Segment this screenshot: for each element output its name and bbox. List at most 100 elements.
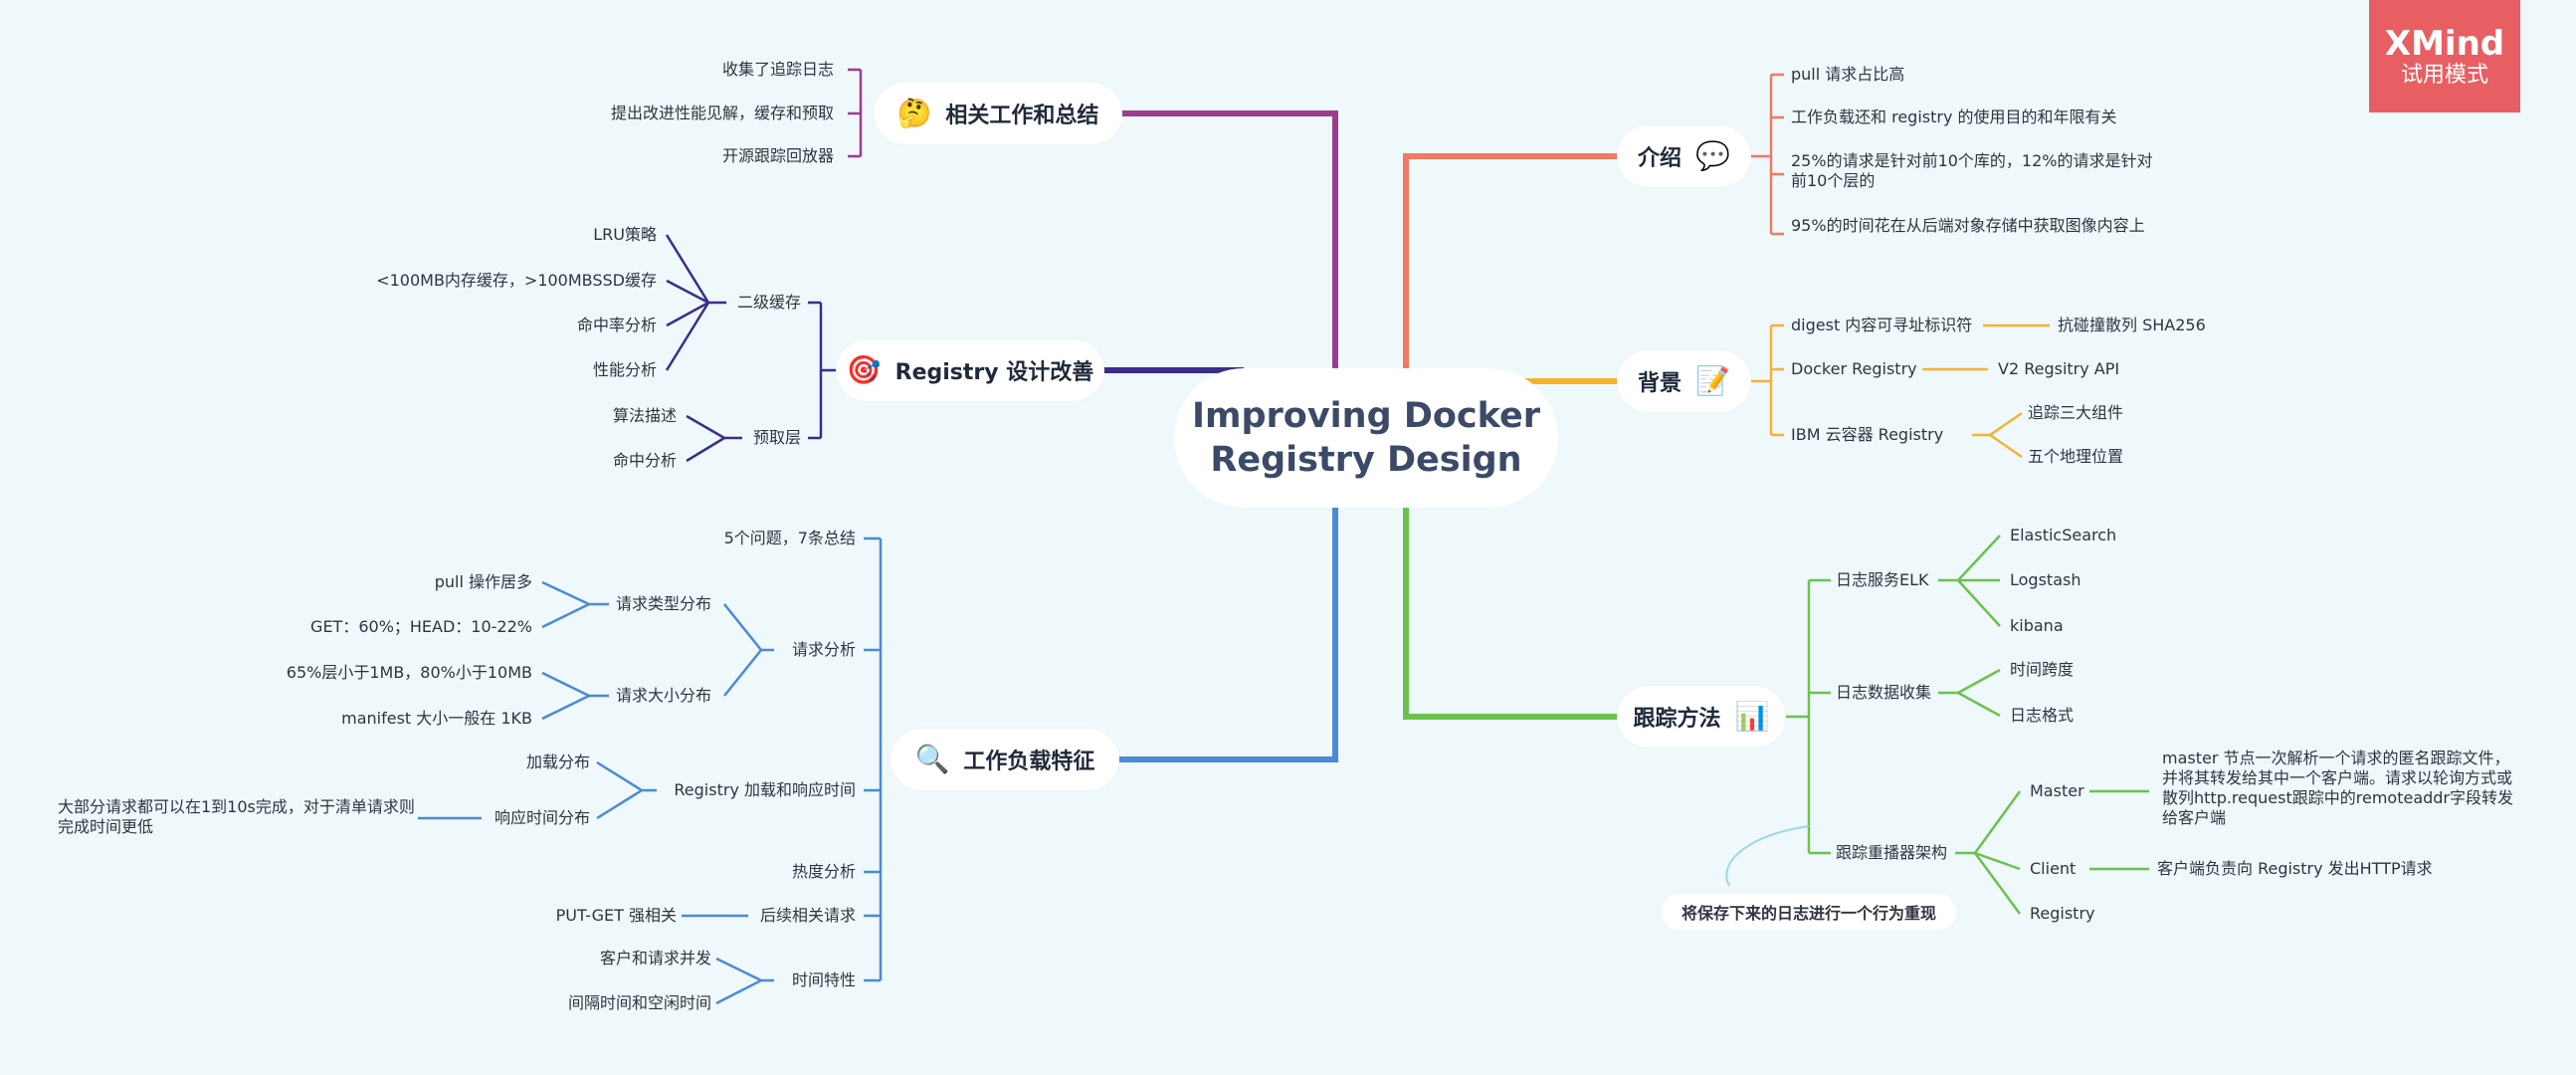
chart-icon: 📊 <box>1734 700 1770 733</box>
trace-note-curve <box>1725 825 1810 887</box>
background-sub <box>1922 323 2050 459</box>
design-subitem[interactable]: 算法描述 <box>612 406 677 425</box>
trace-subitem[interactable]: Client <box>2030 859 2077 878</box>
workload-subitem[interactable]: 响应时间分布 <box>494 808 590 827</box>
intro-bracket <box>1751 73 1784 236</box>
trace-subitem[interactable]: Logstash <box>2010 570 2081 589</box>
trace-subitem[interactable]: Registry <box>2030 904 2095 923</box>
speech-bubble-icon: 💬 <box>1695 139 1730 172</box>
design-prefetch <box>686 414 742 463</box>
workload-leaf[interactable]: GET：60%；HEAD：10-22% <box>310 617 532 636</box>
topic-intro-label: 介绍 <box>1638 146 1683 171</box>
trunk-workload <box>1119 506 1338 762</box>
topic-trace[interactable]: 跟踪方法 📊 <box>1617 686 1786 748</box>
design-item[interactable]: 预取层 <box>752 428 801 447</box>
design-subitem[interactable]: 性能分析 <box>592 360 657 379</box>
trace-subitem[interactable]: 时间跨度 <box>2010 660 2075 679</box>
workload-leaf[interactable]: 大部分请求都可以在1到10s完成，对于清单请求则完成时间更低 <box>58 797 415 836</box>
background-item[interactable]: IBM 云容器 Registry <box>1791 425 1944 444</box>
central-topic-line1: Improving Docker <box>1192 396 1540 436</box>
workload-leaf[interactable]: manifest 大小一般在 1KB <box>341 709 532 728</box>
trace-subitem[interactable]: Master <box>2030 781 2084 800</box>
trunk-intro <box>1403 153 1622 368</box>
trace-subitem[interactable]: 日志格式 <box>2010 706 2075 725</box>
intro-item[interactable]: 25%的请求是针对前10个库的，12%的请求是针对前10个层的 <box>1791 151 2153 190</box>
workload-req <box>723 603 774 697</box>
notepad-icon: 📝 <box>1695 364 1730 397</box>
workload-leaf[interactable]: 65%层小于1MB，80%小于10MB <box>286 663 532 682</box>
workload-load <box>596 760 657 820</box>
trace-elk <box>1938 535 2001 627</box>
background-item[interactable]: Docker Registry <box>1791 359 1917 378</box>
intro-item[interactable]: pull 请求占比高 <box>1791 65 1905 84</box>
intro-item[interactable]: 工作负载还和 registry 的使用目的和年限有关 <box>1791 108 2117 126</box>
trace-detail[interactable]: master 节点一次解析一个请求的匿名跟踪文件，并将其转发给其中一个客户端。请… <box>2162 749 2514 827</box>
topic-workload[interactable]: 🔍 工作负载特征 <box>891 729 1119 790</box>
thinking-face-icon: 🤔 <box>896 97 932 129</box>
workload-item[interactable]: Registry 加载和响应时间 <box>674 780 856 799</box>
xmind-mode: 试用模式 <box>2400 62 2488 88</box>
trace-note[interactable]: 将保存下来的日志进行一个行为重现 <box>1662 894 1956 930</box>
magnifier-icon: 🔍 <box>914 743 950 775</box>
workload-item[interactable]: 请求分析 <box>791 640 856 659</box>
target-icon: 🎯 <box>846 353 882 386</box>
topic-intro[interactable]: 介绍 💬 <box>1617 125 1751 187</box>
workload-size <box>541 671 609 721</box>
design-main <box>808 301 836 440</box>
workload-subitem[interactable]: 间隔时间和空闲时间 <box>567 993 711 1012</box>
trace-item[interactable]: 日志数据收集 <box>1836 683 1932 702</box>
design-subitem[interactable]: 命中分析 <box>612 451 677 470</box>
design-subitem[interactable]: <100MB内存缓存，>100MBSSD缓存 <box>376 271 657 290</box>
related-item[interactable]: 提出改进性能见解，缓存和预取 <box>610 104 834 122</box>
related-item[interactable]: 收集了追踪日志 <box>721 60 834 79</box>
xmind-trial-badge[interactable]: XMind 试用模式 <box>2369 0 2520 112</box>
topic-background-label: 背景 <box>1638 371 1683 396</box>
workload-subitem[interactable]: 请求大小分布 <box>615 686 711 705</box>
topic-related-label: 相关工作和总结 <box>945 104 1099 128</box>
workload-item[interactable]: 后续相关请求 <box>759 906 856 925</box>
central-topic[interactable]: Improving Docker Registry Design <box>1174 368 1558 508</box>
topic-related[interactable]: 🤔 相关工作和总结 <box>874 83 1122 144</box>
topic-background[interactable]: 背景 📝 <box>1617 350 1751 412</box>
workload-subitem[interactable]: 客户和请求并发 <box>599 949 711 968</box>
trace-arch <box>1955 790 2022 915</box>
design-cache <box>665 234 726 371</box>
intro-item[interactable]: 95%的时间花在从后端对象存储中获取图像内容上 <box>1791 216 2145 235</box>
workload-subitem[interactable]: 请求类型分布 <box>615 594 711 613</box>
workload-time <box>715 957 774 1005</box>
trunk-trace <box>1403 506 1622 720</box>
workload-item[interactable]: 热度分析 <box>791 862 856 881</box>
design-subitem[interactable]: LRU策略 <box>593 225 657 244</box>
workload-item[interactable]: 时间特性 <box>791 970 856 989</box>
trace-item[interactable]: 跟踪重播器架构 <box>1836 843 1948 862</box>
topic-trace-label: 跟踪方法 <box>1633 707 1721 732</box>
background-bracket <box>1751 323 1784 437</box>
workload-spine <box>864 537 883 982</box>
workload-type <box>541 580 609 629</box>
topic-design-label: Registry 设计改善 <box>894 360 1094 385</box>
xmind-brand: XMind <box>2384 23 2505 64</box>
trace-subitem[interactable]: kibana <box>2010 616 2064 635</box>
workload-subitem[interactable]: PUT-GET 强相关 <box>555 906 677 925</box>
related-item[interactable]: 开源跟踪回放器 <box>721 146 834 165</box>
workload-leaf[interactable]: pull 操作居多 <box>434 572 532 591</box>
background-subitem[interactable]: 五个地理位置 <box>2028 447 2124 466</box>
design-subitem[interactable]: 命中率分析 <box>576 316 657 334</box>
trunk-related <box>1119 110 1338 368</box>
topic-workload-label: 工作负载特征 <box>963 750 1095 774</box>
workload-item[interactable]: 5个问题，7条总结 <box>723 529 856 547</box>
trace-subitem[interactable]: ElasticSearch <box>2010 526 2117 544</box>
workload-subitem[interactable]: 加载分布 <box>525 752 590 771</box>
trace-detail <box>2089 789 2149 871</box>
background-subitem[interactable]: V2 Regsitry API <box>1998 359 2120 378</box>
topic-design[interactable]: 🎯 Registry 设计改善 <box>836 339 1104 401</box>
trace-item[interactable]: 日志服务ELK <box>1836 570 1929 589</box>
background-subitem[interactable]: 抗碰撞散列 SHA256 <box>2058 316 2206 334</box>
trace-detail[interactable]: 客户端负责向 Registry 发出HTTP请求 <box>2157 859 2433 878</box>
background-item[interactable]: digest 内容可寻址标识符 <box>1791 316 1973 334</box>
design-item[interactable]: 二级缓存 <box>736 293 801 312</box>
trace-collect <box>1938 668 2001 718</box>
background-subitem[interactable]: 追踪三大组件 <box>2028 403 2124 422</box>
